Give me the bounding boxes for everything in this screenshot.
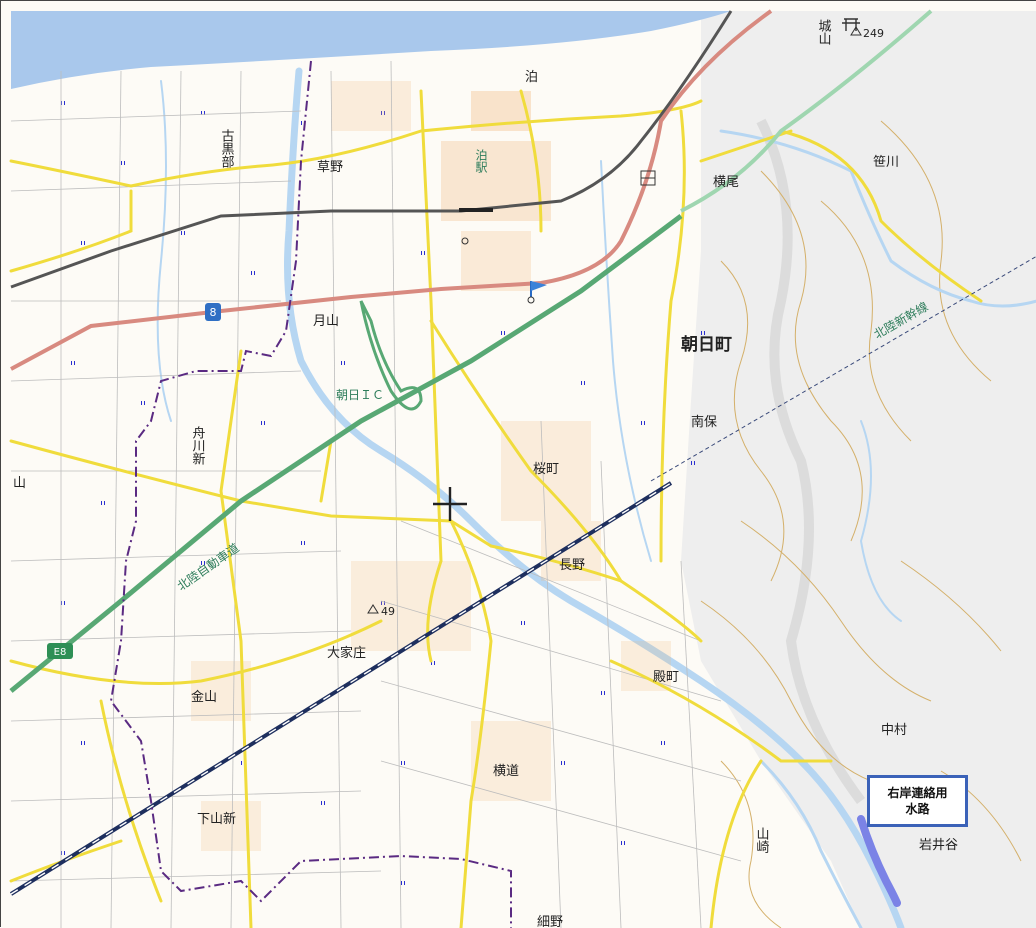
shrine-icon [842,18,860,31]
route-8-shield: 8 [205,303,221,321]
route-e8-label: E8 [54,647,67,658]
station-icon [459,208,493,212]
crosshair-icon [433,487,467,521]
label-nakamura: 中村 [881,723,907,738]
label-tsukiyama: 月山 [313,314,339,329]
label-kusano: 草野 [317,160,343,175]
label-joyama: 城山 [816,19,832,45]
label-iwaidani: 岩井谷 [919,838,958,853]
shinkansen-line-north [680,9,933,213]
post-office-icon [461,237,469,245]
shinkansen-line-dash [10,482,672,895]
label-tomari: 泊 [525,70,538,85]
channel-callout-box: 右岸連絡用 水路 [867,775,968,827]
ridge-shadow [756,118,866,804]
label-sasakawa: 笹川 [873,154,899,170]
shinkansen-tunnel [650,256,1036,482]
label-asahi-town: 朝日町 [681,334,732,355]
flag-icon [527,281,547,304]
label-elev-249: 249 [863,27,884,40]
asahi-interchange [359,300,423,411]
sea [11,11,731,89]
hokuriku-expressway [9,214,683,693]
label-tonomachi: 殿町 [653,670,679,685]
label-shimoyamashin: 下山新 [197,811,236,827]
label-tomari-station: 泊駅 [474,149,488,174]
label-yokoo: 横尾 [713,175,739,190]
label-yokomichi: 横道 [493,764,519,779]
label-elev-49: 49 [381,605,395,618]
label-funakawashin: 舟川新 [190,426,206,465]
label-hosono: 細野 [537,915,563,928]
national-route-8 [10,9,773,371]
school-icon [640,170,656,186]
right-bank-channel[interactable] [857,815,901,907]
rivers [156,67,1036,928]
label-nagano: 長野 [559,558,585,573]
callout-line-2: 水路 [905,802,930,816]
label-furukurobe: 古黒部 [219,129,235,168]
label-asahi-ic: 朝日ＩＣ [336,388,384,402]
route-e8-shield: E8 [47,643,73,659]
label-yamazaki: 山崎 [754,827,770,853]
label-minamiho: 南保 [691,414,717,430]
callout-line-1: 右岸連絡用 [887,786,948,800]
label-oyasho: 大家庄 [327,645,366,661]
label-kanayama: 金山 [191,689,217,705]
mountain-shading [681,11,1036,928]
route-8-label: 8 [210,306,217,319]
label-yama-left: 山 [13,476,26,491]
jr-railway [10,10,733,289]
label-sakuramachi: 桜町 [533,462,559,477]
triangulation-point-icon [367,26,862,614]
municipal-boundary [109,60,512,928]
